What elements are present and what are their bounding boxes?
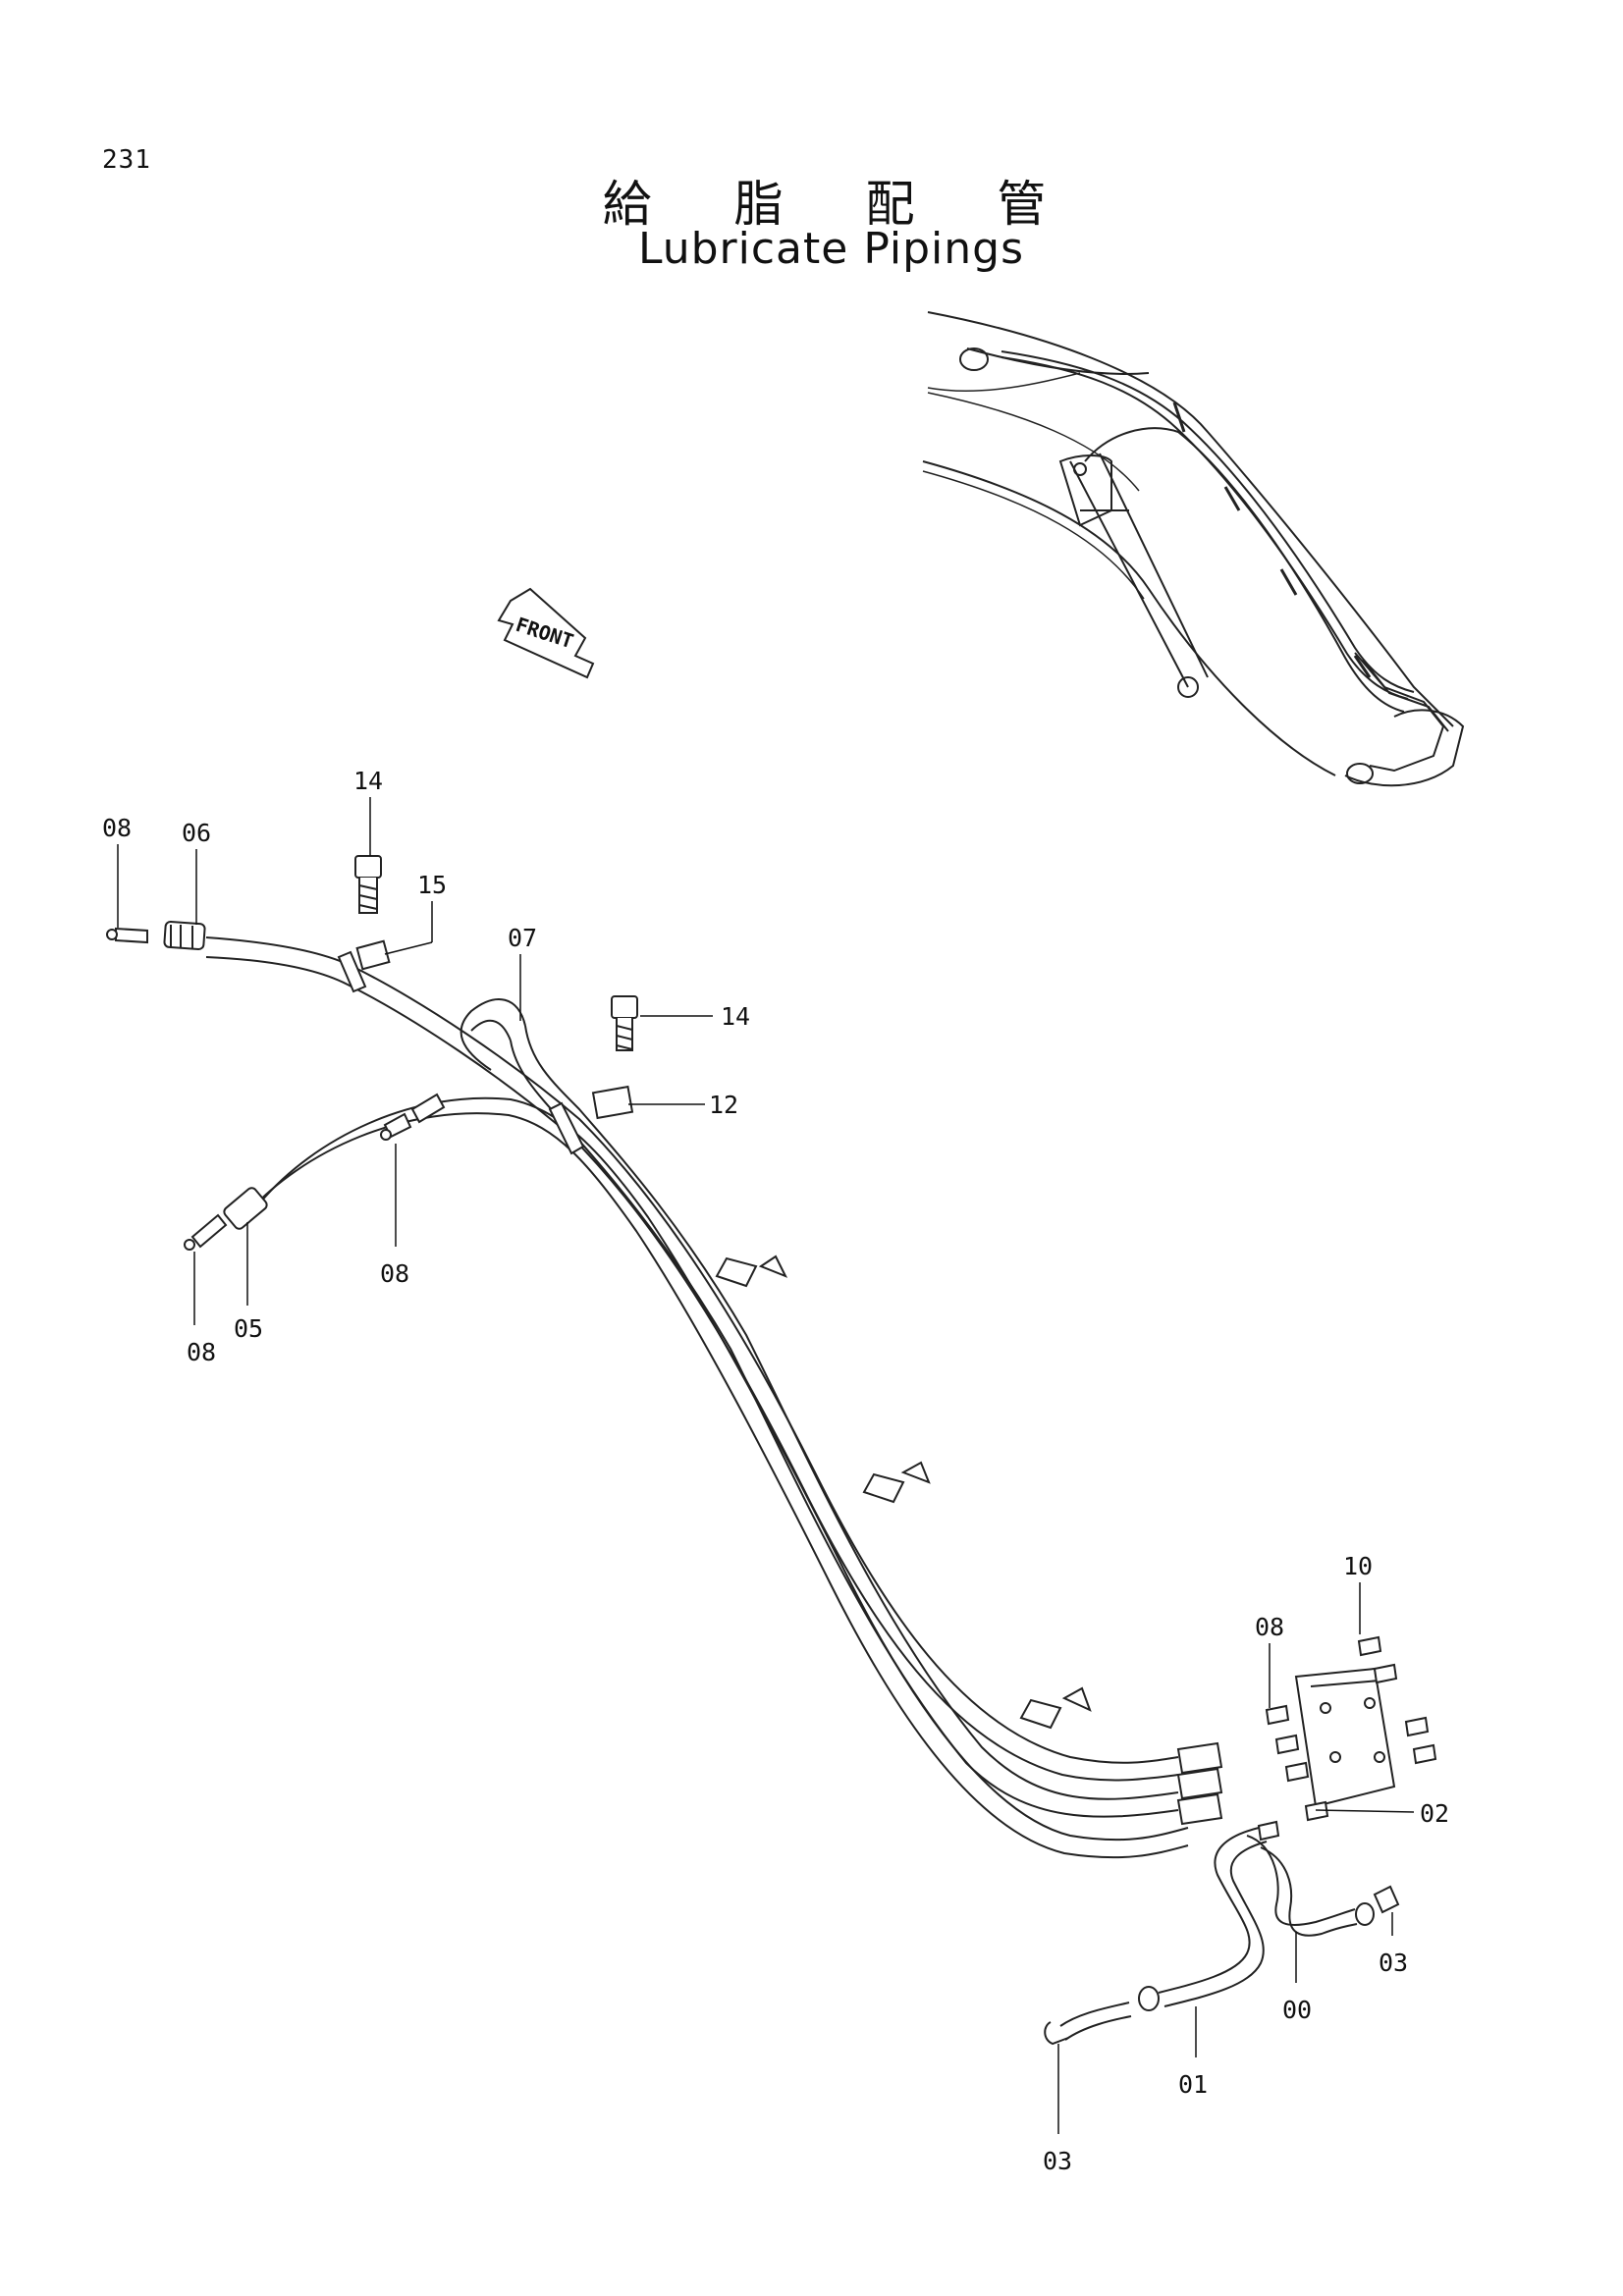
callout-03-b: 03 [1043,2147,1072,2175]
callout-08-c: 08 [187,1338,216,1366]
hose-clamps [337,939,1092,1730]
leader-lines [117,797,1415,2134]
title-japanese: 給 脂 配 管 [602,176,1080,233]
front-arrow: FRONT [497,587,595,679]
callout-01: 01 [1178,2070,1208,2099]
callout-07: 07 [508,924,537,952]
left-fittings [106,920,446,1251]
callout-14-b: 14 [721,1002,750,1031]
page-number: 231 [102,145,151,175]
short-pipes [1044,1827,1400,2046]
title-english: Lubricate Pipings [637,224,1025,274]
boom-overview [922,311,1465,787]
callout-02: 02 [1420,1799,1449,1828]
callout-06: 06 [182,819,211,847]
callout-10: 10 [1343,1552,1373,1580]
grease-manifold [1176,1635,1437,1842]
callouts: 08 06 14 15 07 14 12 08 08 05 10 08 02 0… [102,767,1449,2175]
callout-08-d: 08 [1255,1613,1284,1641]
callout-14-a: 14 [353,767,383,795]
callout-15: 15 [417,871,447,899]
callout-08-a: 08 [102,814,132,842]
callout-00: 00 [1282,1996,1312,2024]
callout-03-a: 03 [1379,1949,1408,1977]
callout-08-b: 08 [380,1259,409,1288]
callout-05: 05 [234,1314,263,1343]
bolts [354,855,638,1051]
callout-12: 12 [709,1091,738,1119]
